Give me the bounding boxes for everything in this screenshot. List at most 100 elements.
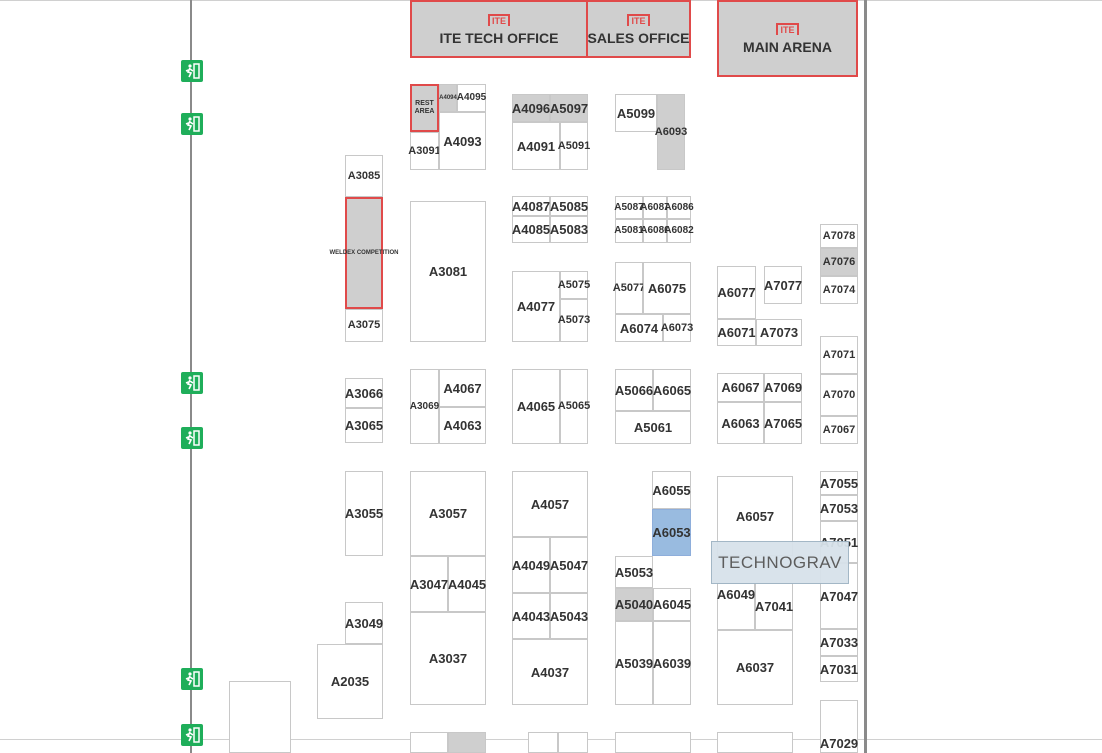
booth-a7031[interactable]: A7031 xyxy=(820,656,858,682)
booth-a3049[interactable]: A3049 xyxy=(345,602,383,644)
emergency-exit-icon[interactable] xyxy=(181,724,203,746)
booth-a6055[interactable]: A6055 xyxy=(652,471,691,509)
booth-a3091[interactable]: A3091 xyxy=(408,132,441,170)
booth-partial[interactable] xyxy=(717,732,793,753)
booth-a5040[interactable]: A5040 xyxy=(615,588,653,621)
booth-a6065[interactable]: A6065 xyxy=(653,369,691,411)
booth-a4065[interactable]: A4065 xyxy=(512,369,560,444)
booth-a6082[interactable]: A6082 xyxy=(664,219,694,243)
booth-a5097[interactable]: A5097 xyxy=(550,94,588,122)
booth-a4095[interactable]: A4095 xyxy=(457,84,486,112)
booth-a4045[interactable]: A4045 xyxy=(448,556,486,612)
booth-a5043[interactable]: A5043 xyxy=(550,593,588,639)
booth-a7053[interactable]: A7053 xyxy=(820,495,858,521)
weldex-competition[interactable]: WELDEX COMPETITION xyxy=(330,197,399,309)
booth-a6045[interactable]: A6045 xyxy=(653,588,691,621)
booth-a5091[interactable]: A5091 xyxy=(558,122,590,170)
booth-a3057[interactable]: A3057 xyxy=(410,471,486,556)
booth-a7055[interactable]: A7055 xyxy=(820,471,858,495)
emergency-exit-icon[interactable] xyxy=(181,372,203,394)
booth-a6049[interactable]: A6049 xyxy=(717,583,755,630)
booth-a7065[interactable]: A7065 xyxy=(764,402,802,444)
booth-a3065[interactable]: A3065 xyxy=(345,408,383,443)
booth-a4043[interactable]: A4043 xyxy=(512,593,550,639)
booth-a5061[interactable]: A5061 xyxy=(615,411,691,444)
booth-a4093[interactable]: A4093 xyxy=(439,112,486,170)
booth-a6039[interactable]: A6039 xyxy=(653,621,691,705)
booth-a5075[interactable]: A5075 xyxy=(558,271,590,299)
booth-a7074[interactable]: A7074 xyxy=(820,276,858,304)
booth-a6073[interactable]: A6073 xyxy=(661,314,693,342)
booth-empty[interactable] xyxy=(229,681,291,753)
booth-a5039[interactable]: A5039 xyxy=(615,621,653,705)
booth-a6077[interactable]: A6077 xyxy=(717,266,756,319)
booth-a6074[interactable]: A6074 xyxy=(615,314,663,342)
booth-a5065[interactable]: A5065 xyxy=(558,369,590,444)
booth-a6063[interactable]: A6063 xyxy=(717,402,764,444)
booth-a6075[interactable]: A6075 xyxy=(643,262,691,314)
booth-a4077[interactable]: A4077 xyxy=(512,271,560,342)
booth-a3075[interactable]: A3075 xyxy=(345,309,383,342)
booth-a7076[interactable]: A7076 xyxy=(820,248,858,276)
booth-a7067[interactable]: A7067 xyxy=(820,416,858,444)
booth-a6067[interactable]: A6067 xyxy=(717,373,764,402)
emergency-exit-icon[interactable] xyxy=(181,113,203,135)
booth-a5083[interactable]: A5083 xyxy=(550,216,588,243)
booth-a7077[interactable]: A7077 xyxy=(764,266,802,304)
booth-a3037[interactable]: A3037 xyxy=(410,612,486,705)
booth-a5077[interactable]: A5077 xyxy=(613,262,645,314)
booth-a6080[interactable]: A6080 xyxy=(640,219,670,243)
booth-a5087[interactable]: A5087 xyxy=(614,196,644,219)
booth-a6053[interactable]: A6053 xyxy=(652,509,691,556)
main-arena[interactable]: ITE MAIN ARENA xyxy=(717,0,858,77)
booth-partial[interactable] xyxy=(528,732,558,753)
booth-a4085[interactable]: A4085 xyxy=(512,216,550,243)
booth-partial[interactable] xyxy=(558,732,588,753)
booth-a2035[interactable]: A2035 xyxy=(317,644,383,719)
booth-a7029[interactable]: A7029 xyxy=(820,700,858,753)
booth-a4049[interactable]: A4049 xyxy=(512,537,550,593)
rest-area[interactable]: REST AREA xyxy=(410,84,439,132)
booth-a7070[interactable]: A7070 xyxy=(820,374,858,416)
booth-a4037[interactable]: A4037 xyxy=(512,639,588,705)
booth-partial[interactable] xyxy=(615,732,691,753)
booth-a4091[interactable]: A4091 xyxy=(512,122,560,170)
booth-a5053[interactable]: A5053 xyxy=(615,556,653,588)
booth-a5066[interactable]: A5066 xyxy=(615,369,653,411)
booth-a6037[interactable]: A6037 xyxy=(717,630,793,705)
booth-a7069[interactable]: A7069 xyxy=(764,373,802,402)
booth-a5047[interactable]: A5047 xyxy=(550,537,588,593)
booth-a7041[interactable]: A7041 xyxy=(755,583,793,630)
booth-a3055[interactable]: A3055 xyxy=(345,471,383,556)
booth-partial[interactable] xyxy=(410,732,448,753)
booth-a7033[interactable]: A7033 xyxy=(820,629,858,656)
booth-a7073[interactable]: A7073 xyxy=(756,319,802,346)
booth-a5099[interactable]: A5099 xyxy=(615,94,657,132)
booth-a4087[interactable]: A4087 xyxy=(512,196,550,216)
booth-a5073[interactable]: A5073 xyxy=(558,299,590,342)
sales-office[interactable]: ITE SALES OFFICE xyxy=(586,0,691,58)
booth-partial[interactable] xyxy=(448,732,486,753)
booth-a5081[interactable]: A5081 xyxy=(614,219,644,243)
booth-a6093[interactable]: A6093 xyxy=(655,94,687,170)
emergency-exit-icon[interactable] xyxy=(181,60,203,82)
booth-a4067[interactable]: A4067 xyxy=(439,369,486,407)
emergency-exit-icon[interactable] xyxy=(181,668,203,690)
booth-a3069[interactable]: A3069 xyxy=(410,369,439,444)
booth-a5085[interactable]: A5085 xyxy=(550,196,588,216)
booth-a3085[interactable]: A3085 xyxy=(345,155,383,197)
booth-a3081[interactable]: A3081 xyxy=(410,201,486,342)
booth-a4096[interactable]: A4096 xyxy=(512,94,550,122)
booth-a4094[interactable]: A4094 xyxy=(439,84,457,112)
booth-a6071[interactable]: A6071 xyxy=(717,319,756,346)
booth-a3066[interactable]: A3066 xyxy=(345,378,383,408)
booth-a6087[interactable]: A6087 xyxy=(640,196,670,219)
booth-a3047[interactable]: A3047 xyxy=(410,556,448,612)
booth-a4057[interactable]: A4057 xyxy=(512,471,588,537)
booth-a6086[interactable]: A6086 xyxy=(664,196,694,219)
ite-tech-office[interactable]: ITE ITE TECH OFFICE xyxy=(410,0,588,58)
booth-a7078[interactable]: A7078 xyxy=(820,224,858,248)
booth-a7071[interactable]: A7071 xyxy=(820,336,858,374)
booth-a4063[interactable]: A4063 xyxy=(439,407,486,444)
